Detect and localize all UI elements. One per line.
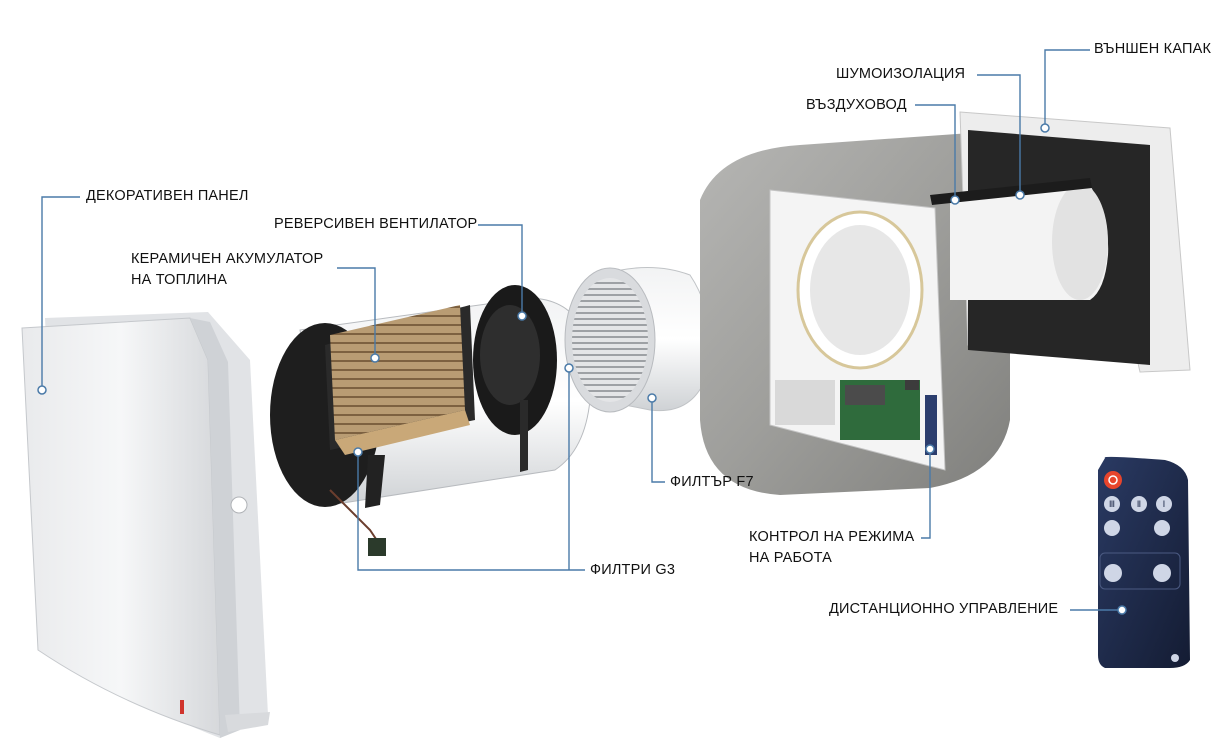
leader-dots [37, 123, 1127, 615]
label-air-duct: ВЪЗДУХОВОД [806, 97, 907, 113]
inner-panel [769, 189, 946, 471]
leader-air-duct [915, 104, 956, 200]
remote-control: Ⅲ Ⅱ Ⅰ [1098, 456, 1190, 668]
label-ceramic-line1: КЕРАМИЧЕН АКУМУЛАТОР [131, 251, 324, 267]
label-ceramic-line2: НА ТОПЛИНА [131, 272, 228, 288]
label-reversible-fan: РЕВЕРСИВЕН ВЕНТИЛАТОР [274, 216, 478, 232]
label-control-line2: НА РАБОТА [749, 550, 833, 566]
label-remote-control: ДИСТАНЦИОННО УПРАВЛЕНИЕ [829, 601, 1059, 617]
ceramic-cartridge [270, 285, 592, 556]
leader-ceramic [337, 267, 376, 358]
leader-filters-g3 [357, 452, 585, 571]
leader-lines [41, 49, 1122, 611]
leader-decorative-panel [41, 196, 80, 390]
leader-outer-cover [1044, 49, 1090, 128]
leader-filter-f7 [651, 398, 665, 483]
label-ceramic-accumulator: КЕРАМИЧЕН АКУМУЛАТОР НА ТОПЛИНА [131, 249, 323, 291]
leader-reversible-fan [478, 224, 523, 316]
remote-speed-button-1: Ⅲ [1109, 500, 1115, 510]
label-filters-g3: ФИЛТРИ G3 [590, 562, 676, 578]
label-decorative-panel: ДЕКОРАТИВЕН ПАНЕЛ [86, 188, 249, 204]
label-filter-f7: ФИЛТЪР F7 [670, 474, 754, 490]
label-control-line1: КОНТРОЛ НА РЕЖИМА [749, 529, 915, 545]
leader-noise [977, 74, 1021, 195]
label-control-mode: КОНТРОЛ НА РЕЖИМА НА РАБОТА [749, 527, 914, 569]
remote-speed-button-3: Ⅰ [1163, 500, 1166, 510]
filter-f7 [564, 267, 711, 413]
label-noise-insulation: ШУМОИЗОЛАЦИЯ [836, 66, 966, 82]
decorative-panel [21, 312, 270, 738]
remote-speed-button-2: Ⅱ [1137, 500, 1141, 510]
leader-control [921, 449, 931, 539]
power-icon [1104, 471, 1122, 489]
label-outer-cover: ВЪНШЕН КАПАК [1094, 41, 1212, 57]
